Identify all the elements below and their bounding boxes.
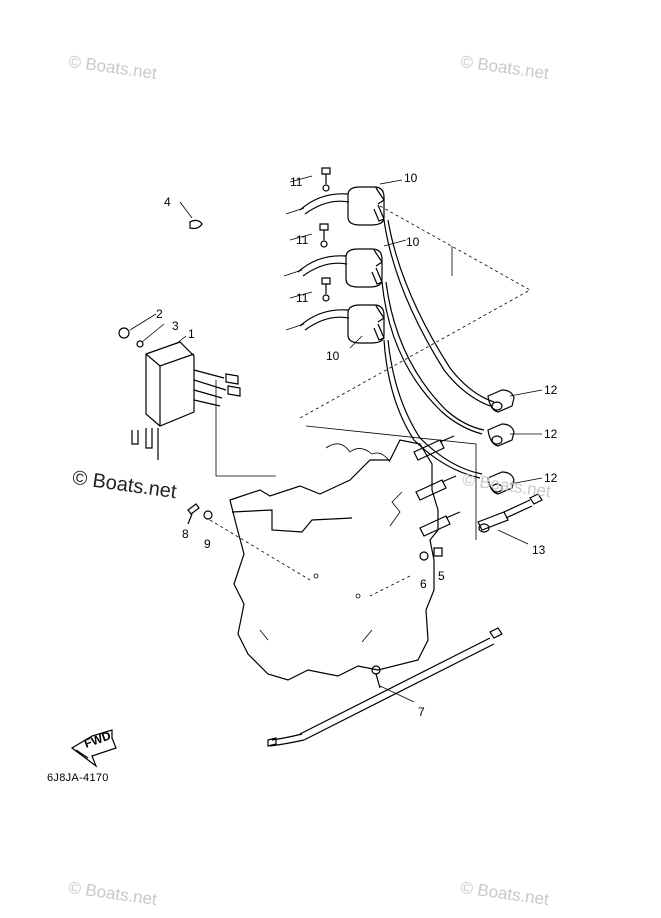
- plug-cap-2: [487, 423, 515, 447]
- callout-5: 5: [438, 569, 445, 583]
- callout-6: 6: [420, 577, 427, 591]
- cdi-unit: [118, 327, 241, 460]
- fwd-label: FWD: [82, 728, 113, 751]
- engine-block: [229, 439, 439, 681]
- bolt-washer-left: [187, 503, 213, 525]
- diagram-code: 6J8JA-4170: [47, 772, 109, 784]
- callout-12-third: 12: [544, 471, 558, 485]
- fwd-arrow-icon: FWD: [70, 728, 117, 768]
- lead-2: [381, 281, 483, 435]
- leader-3: [141, 323, 165, 343]
- lead-1: [383, 219, 491, 407]
- callout-3: 3: [172, 319, 179, 333]
- callout-8: 8: [182, 527, 189, 541]
- callout-12-second: 12: [544, 427, 558, 441]
- callout-11-middle: 11: [296, 233, 309, 247]
- spark-plugs: [413, 435, 461, 537]
- plug-cap-3: [487, 471, 515, 495]
- callout-10-bottom: 10: [326, 349, 340, 363]
- callout-10-middle: 10: [406, 235, 420, 249]
- callout-12-first: 12: [544, 383, 558, 397]
- callout-1: 1: [188, 327, 195, 341]
- ignition-coil-middle: [283, 223, 383, 288]
- callout-13: 13: [532, 543, 546, 557]
- plug-cap-1: [487, 389, 515, 413]
- ignition-coil-bottom: [285, 277, 385, 344]
- callout-11-bottom: 11: [296, 291, 309, 305]
- leader-1: [175, 335, 187, 345]
- ignition-coil-top: [285, 167, 385, 226]
- callout-11-top: 11: [290, 175, 303, 189]
- lead-3: [383, 339, 481, 479]
- callout-10-top: 10: [404, 171, 418, 185]
- leader-4: [179, 201, 193, 219]
- clip: [189, 219, 203, 230]
- wire-harness: [267, 627, 503, 747]
- callout-2: 2: [156, 307, 163, 321]
- callout-7: 7: [418, 705, 425, 719]
- callout-4: 4: [164, 195, 171, 209]
- leader-2: [129, 313, 157, 331]
- callout-9: 9: [204, 537, 211, 551]
- sensor: [477, 493, 543, 533]
- bolt-washer-right: [419, 547, 443, 561]
